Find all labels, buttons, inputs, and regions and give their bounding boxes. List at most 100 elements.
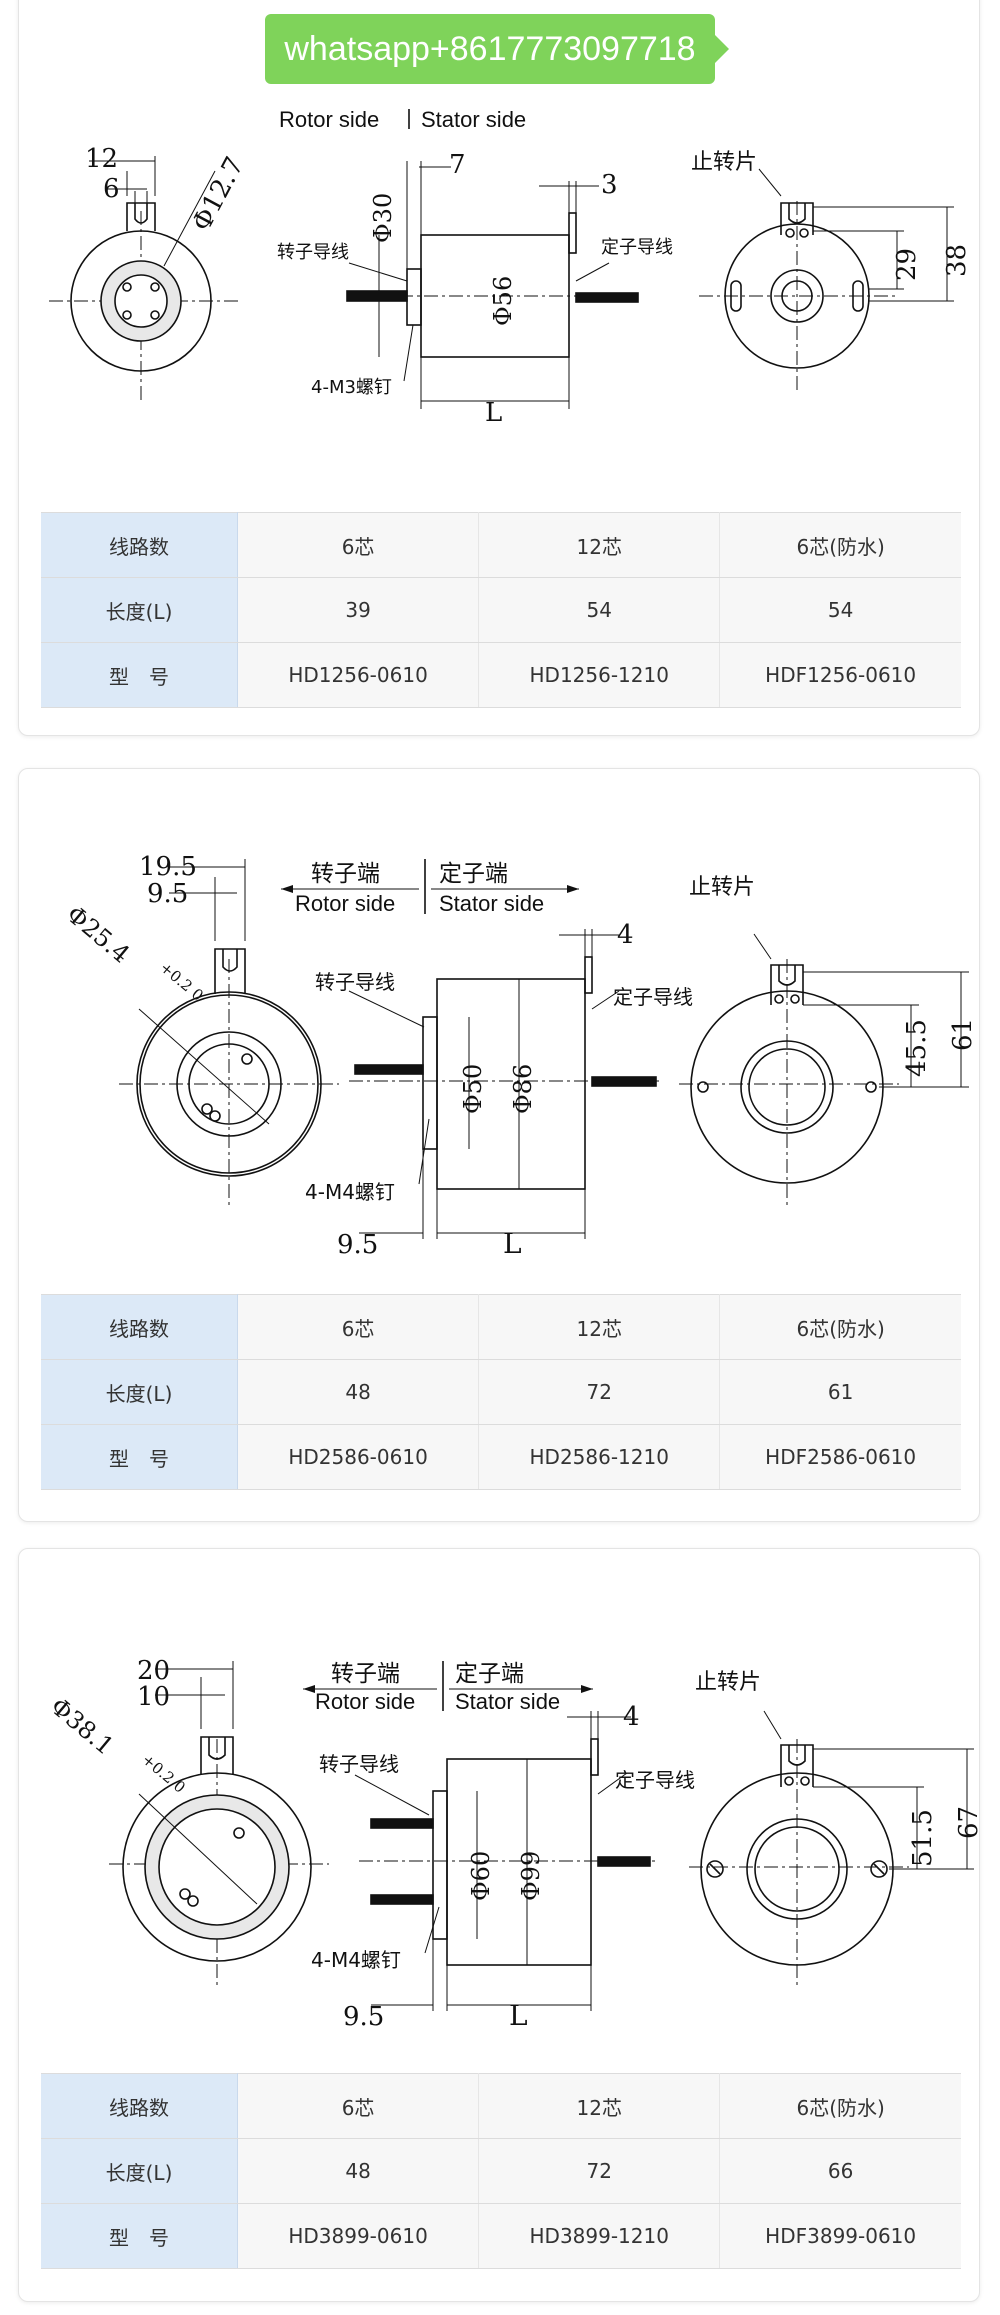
spec-table-2: 线路数 6芯 12芯 6芯(防水) 长度(L) 48 72 61 型 号 HD2… [41, 1294, 961, 1490]
side-dia-large: Φ86 [509, 1064, 537, 1114]
table-cell: 48 [237, 2138, 480, 2204]
stator-side-label: Stator side [421, 107, 526, 132]
table-cell: 6芯 [237, 1294, 480, 1360]
front-dim-outer: 19.5 [139, 852, 197, 882]
side-dia-small: Φ30 [369, 193, 397, 243]
table-cell: HDF2586-0610 [719, 1424, 961, 1490]
table-cell: 72 [478, 2138, 721, 2204]
table-cell: 72 [478, 1359, 721, 1425]
side-view: 7 3 Φ30 Φ56 转子导线 定子导线 4-M3螺钉 L [277, 150, 673, 428]
table-cell: 6芯(防水) [719, 1294, 961, 1360]
rotor-side-label: Rotor side [315, 1689, 415, 1714]
front-dim-outer: 20 [137, 1656, 170, 1686]
row-label: 线路数 [41, 2073, 238, 2139]
rear-dim-a: 45.5 [902, 1019, 932, 1077]
rear-dim-b: 38 [942, 244, 972, 277]
table-row: 线路数 6芯 12芯 6芯(防水) [41, 1294, 961, 1360]
rotor-side-cn: 转子端 [331, 1661, 400, 1687]
rotor-lead-label: 转子导线 [315, 970, 395, 994]
table-row: 型 号 HD3899-0610 HD3899-1210 HDF3899-0610 [41, 2203, 961, 2269]
table-cell: 61 [719, 1359, 961, 1425]
row-label: 型 号 [41, 2203, 238, 2269]
rear-dim-b: 61 [948, 1018, 978, 1051]
row-label: 线路数 [41, 1294, 238, 1360]
table-row: 线路数 6芯 12芯 6芯(防水) [41, 2073, 961, 2139]
side-bottom-dim: 9.5 [343, 2002, 384, 2032]
length-label: L [509, 1999, 528, 2032]
table-cell: 12芯 [478, 1294, 721, 1360]
table-row: 型 号 HD1256-0610 HD1256-1210 HDF1256-0610 [41, 642, 961, 708]
table-cell: 6芯 [237, 512, 480, 578]
table-cell: HD3899-1210 [478, 2203, 721, 2269]
table-cell: 6芯 [237, 2073, 480, 2139]
side-view: 4 Φ60 Φ99 转子导线 定子导线 4-M4螺钉 L 9.5 [311, 1702, 695, 2032]
table-cell: HDF3899-0610 [719, 2203, 961, 2269]
side-dim-left: 7 [449, 150, 466, 180]
front-dim-inner: 10 [137, 1682, 170, 1712]
rotor-side-label: Rotor side [279, 107, 379, 132]
rotor-lead-label: 转子导线 [277, 242, 349, 263]
rear-dim-a: 51.5 [908, 1809, 938, 1867]
technical-drawing-3: 转子端 Rotor side 定子端 Stator side 20 10 Φ38… [45, 1656, 979, 2032]
stator-side-label: Stator side [455, 1689, 560, 1714]
stator-lead-label: 定子导线 [615, 1768, 695, 1792]
side-dim-right: 4 [617, 920, 634, 950]
side-bottom-dim: 9.5 [337, 1230, 378, 1260]
side-dia-large: Φ99 [517, 1851, 545, 1901]
side-dim-right: 3 [601, 170, 618, 200]
screw-label: 4-M4螺钉 [311, 1948, 401, 1972]
rear-tab-label: 止转片 [689, 875, 755, 900]
side-view: 4 Φ50 Φ86 转子导线 定子导线 4-M4螺钉 L 9.5 [305, 920, 693, 1260]
row-label: 长度(L) [41, 1359, 238, 1425]
table-cell: 12芯 [478, 2073, 721, 2139]
table-cell: HD2586-1210 [478, 1424, 721, 1490]
front-view: 20 10 Φ38.1 +0.2 0 [45, 1656, 329, 1989]
row-label: 型 号 [41, 1424, 238, 1490]
table-row: 线路数 6芯 12芯 6芯(防水) [41, 512, 961, 578]
stator-side-cn: 定子端 [455, 1661, 524, 1687]
table-cell: HDF1256-0610 [719, 642, 961, 708]
technical-drawing-2: 转子端 Rotor side 定子端 Stator side 19.5 9.5 [61, 852, 978, 1260]
rotor-side-label: Rotor side [295, 891, 395, 916]
rear-tab-label: 止转片 [691, 150, 757, 175]
stator-side-label: Stator side [439, 891, 544, 916]
table-row: 长度(L) 48 72 66 [41, 2138, 961, 2204]
slip-ring-spec-card-1: Rotor side Stator side 12 6 Φ12.7 [18, 0, 980, 736]
table-cell: 48 [237, 1359, 480, 1425]
table-cell: 6芯(防水) [719, 512, 961, 578]
table-cell: 39 [237, 577, 480, 643]
length-label: L [503, 1227, 522, 1260]
spec-table-3: 线路数 6芯 12芯 6芯(防水) 长度(L) 48 72 66 型 号 HD3… [41, 2073, 961, 2269]
stator-side-cn: 定子端 [439, 861, 508, 887]
table-cell: HD1256-0610 [237, 642, 480, 708]
stator-lead-label: 定子导线 [601, 237, 673, 258]
side-dia-large: Φ56 [489, 276, 517, 326]
screw-label: 4-M3螺钉 [311, 377, 392, 398]
table-cell: 54 [478, 577, 721, 643]
side-dim-right: 4 [623, 1702, 640, 1732]
slip-ring-spec-card-2: 转子端 Rotor side 定子端 Stator side 19.5 9.5 [18, 768, 980, 1522]
row-label: 长度(L) [41, 577, 238, 643]
side-dia-small: Φ60 [467, 1851, 495, 1901]
row-label: 线路数 [41, 512, 238, 578]
slip-ring-spec-card-3: 转子端 Rotor side 定子端 Stator side 20 10 Φ38… [18, 1548, 980, 2302]
whatsapp-watermark: whatsapp+8617773097718 [265, 14, 729, 84]
length-label: L [485, 398, 502, 428]
table-cell: 6芯(防水) [719, 2073, 961, 2139]
stator-lead-label: 定子导线 [613, 985, 693, 1009]
front-tolerance: +0.2 0 [156, 958, 206, 1004]
front-dim-outer: 12 [85, 144, 118, 174]
rotor-side-cn: 转子端 [311, 861, 380, 887]
rear-view: 止转片 29 38 [691, 150, 972, 391]
spec-table-1: 线路数 6芯 12芯 6芯(防水) 长度(L) 39 54 54 型 号 HD1… [41, 512, 961, 708]
table-row: 长度(L) 48 72 61 [41, 1359, 961, 1425]
row-label: 型 号 [41, 642, 238, 708]
screw-label: 4-M4螺钉 [305, 1180, 395, 1204]
front-dim-inner: 6 [103, 174, 120, 204]
front-diameter: Φ38.1 [45, 1692, 119, 1760]
rear-view: 止转片 45.5 61 [679, 875, 978, 1209]
technical-drawing-1: Rotor side Stator side 12 6 Φ12.7 [49, 107, 972, 428]
rear-dim-a: 29 [892, 248, 922, 281]
rotor-lead-label: 转子导线 [319, 1752, 399, 1776]
front-diameter: Φ25.4 [61, 900, 135, 968]
